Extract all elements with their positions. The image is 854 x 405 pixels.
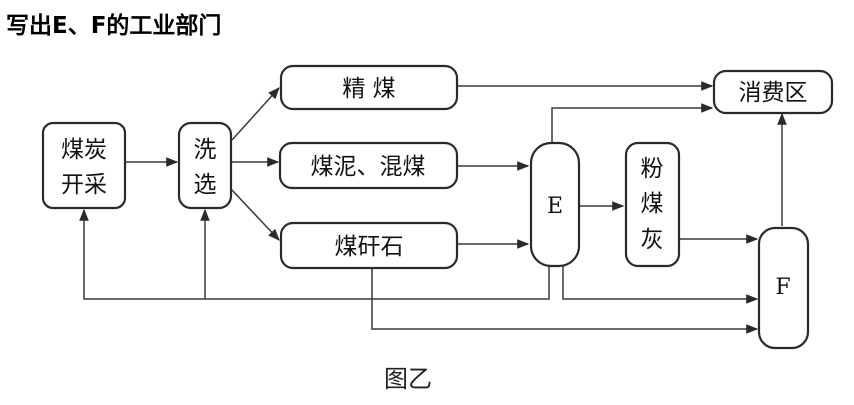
arrow-e-to-consumer	[551, 103, 714, 143]
gangue-label: 煤矸石	[335, 234, 404, 260]
arrow-gangue-to-f	[371, 268, 759, 334]
ash-label-2: 煤	[641, 191, 664, 217]
node-e: E	[529, 141, 581, 268]
clean-coal-label: 精 煤	[342, 76, 395, 102]
page-title: 写出E、F的工业部门	[6, 13, 222, 39]
node-slime: 煤泥、混煤	[278, 141, 459, 190]
node-consumer: 消费区	[712, 69, 834, 115]
arrow-washing-to-gangue	[231, 189, 280, 241]
ash-label-1: 粉	[641, 156, 664, 182]
washing-label-2: 选	[194, 172, 217, 198]
arrow-e-to-mining	[79, 208, 550, 300]
slime-label: 煤泥、混煤	[311, 154, 426, 180]
coal-mining-label-1: 煤炭	[61, 137, 107, 163]
f-label: F	[775, 275, 790, 300]
node-f: F	[757, 226, 810, 350]
arrow-washing-to-clean-coal	[231, 87, 280, 141]
figure-caption: 图乙	[384, 365, 432, 393]
node-gangue: 煤矸石	[279, 221, 459, 270]
e-label: E	[547, 194, 563, 219]
ash-label-3: 灰	[641, 227, 664, 253]
node-washing: 洗 选	[177, 121, 233, 210]
coal-mining-label-2: 开采	[61, 172, 107, 198]
node-coal-mining: 煤炭 开采	[41, 121, 127, 210]
connectors	[79, 81, 787, 334]
node-clean-coal: 精 煤	[279, 64, 459, 111]
node-pulverized-coal-ash: 粉 煤 灰	[624, 141, 681, 268]
consumer-label: 消费区	[739, 80, 808, 106]
washing-label-1: 洗	[194, 137, 217, 163]
arrow-e-to-f	[562, 266, 759, 304]
